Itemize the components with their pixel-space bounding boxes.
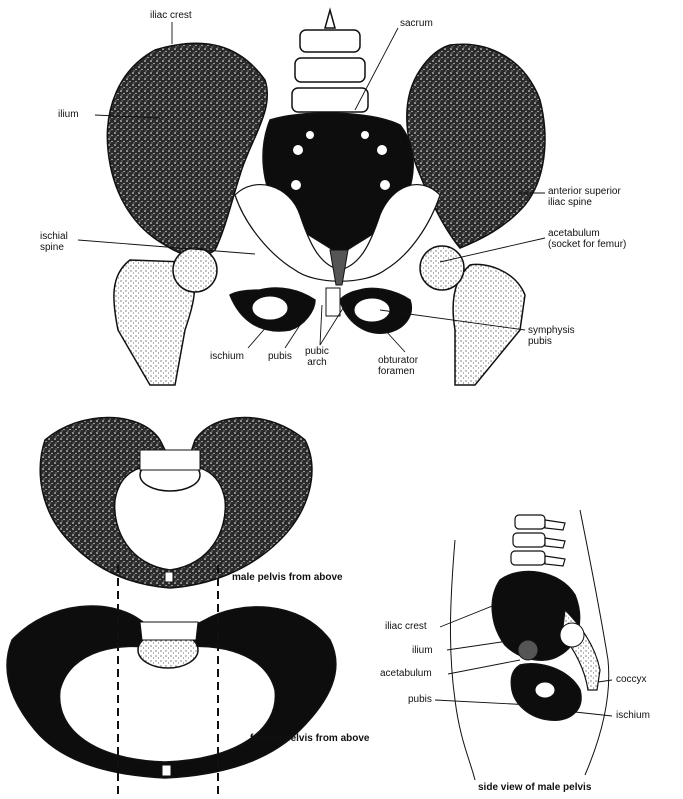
front-view-pelvis <box>107 10 545 385</box>
side-view-pelvis <box>450 510 608 780</box>
right-acetabulum <box>420 246 464 290</box>
caption-male-pelvis-from-above: male pelvis from above <box>232 572 343 583</box>
label-pubis: pubis <box>268 351 292 362</box>
caption-side-view-of-male-pelvis: side view of male pelvis <box>478 782 591 793</box>
label-obturator-foramen: obturator foramen <box>378 355 418 377</box>
side-label-pubis: pubis <box>408 694 432 705</box>
label-symphysis-pubis: symphysis pubis <box>528 325 575 347</box>
side-label-ischium: ischium <box>616 710 650 721</box>
pubic-symphysis <box>326 288 340 316</box>
label-ischium: ischium <box>210 351 244 362</box>
label-sacrum: sacrum <box>400 18 433 29</box>
side-acetabulum <box>518 640 538 660</box>
label-iliac-crest: iliac crest <box>150 10 192 21</box>
side-label-iliac-crest: iliac crest <box>385 621 427 632</box>
left-ilium-wing <box>107 43 267 256</box>
label-ilium: ilium <box>58 109 79 120</box>
left-acetabulum <box>173 248 217 292</box>
label-pubic-arch: pubic arch <box>305 346 329 368</box>
label-ischial-spine: ischial spine <box>40 231 68 253</box>
male-pelvis-top-view <box>40 418 312 589</box>
side-lumbar-vertebrae <box>511 515 565 566</box>
female-pelvis-top-view <box>7 606 336 778</box>
right-obturator-foramen <box>354 298 390 322</box>
side-label-acetabulum: acetabulum <box>380 668 432 679</box>
label-anterior-superior-iliac-spine: anterior superior iliac spine <box>548 186 621 208</box>
side-label-ilium: ilium <box>412 645 433 656</box>
caption-female-pelvis-from-above: female pelvis from above <box>250 733 370 744</box>
lumbar-vertebrae <box>292 10 368 112</box>
left-obturator-foramen <box>252 296 288 320</box>
side-label-coccyx: coccyx <box>616 674 647 685</box>
label-acetabulum: acetabulum (socket for femur) <box>548 228 626 250</box>
